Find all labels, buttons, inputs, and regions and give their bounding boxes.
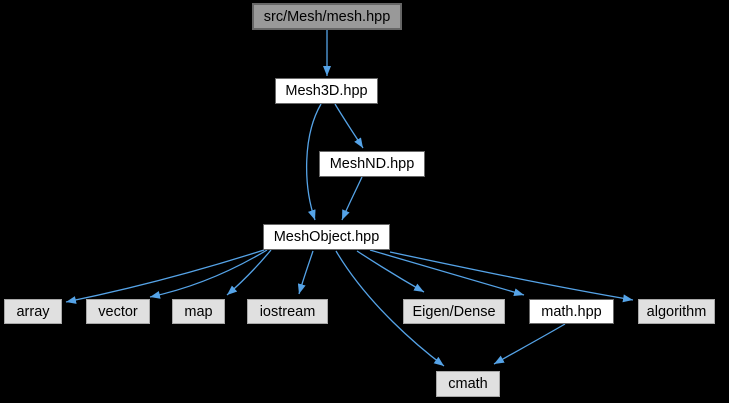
node-meshobject-hpp[interactable]: MeshObject.hpp	[263, 224, 390, 250]
node-iostream: iostream	[247, 299, 328, 324]
node-array: array	[4, 299, 62, 324]
edge-mesh3d-hpp-to-meshnd-hpp	[334, 103, 364, 149]
edge-math-hpp-to-cmath	[493, 323, 566, 365]
edge-meshobject-hpp-to-map	[226, 249, 272, 296]
edge-meshobject-hpp-to-math-hpp	[369, 249, 525, 297]
node-mesh3d-hpp[interactable]: Mesh3D.hpp	[275, 78, 378, 104]
node-eigen-dense: Eigen/Dense	[403, 299, 505, 324]
edge-meshobject-hpp-to-cmath	[335, 250, 445, 367]
node-meshnd-hpp[interactable]: MeshND.hpp	[319, 151, 425, 177]
node-cmath: cmath	[436, 371, 500, 397]
node-src-mesh-mesh-hpp: src/Mesh/mesh.hpp	[252, 3, 402, 30]
edge-meshobject-hpp-to-iostream	[297, 250, 314, 295]
node-algorithm: algorithm	[638, 299, 715, 324]
edge-mesh3d-hpp-to-meshobject-hpp	[306, 103, 322, 221]
edge-meshobject-hpp-to-algorithm	[389, 251, 634, 303]
edge-meshnd-hpp-to-meshobject-hpp	[341, 176, 363, 221]
edge-meshobject-hpp-to-vector	[149, 249, 268, 299]
node-vector: vector	[86, 299, 150, 324]
edge-meshobject-hpp-to-array	[65, 249, 265, 304]
node-map: map	[172, 299, 225, 324]
node-math-hpp[interactable]: math.hpp	[529, 299, 614, 324]
edge-meshobject-hpp-to-eigen-dense	[356, 250, 425, 293]
